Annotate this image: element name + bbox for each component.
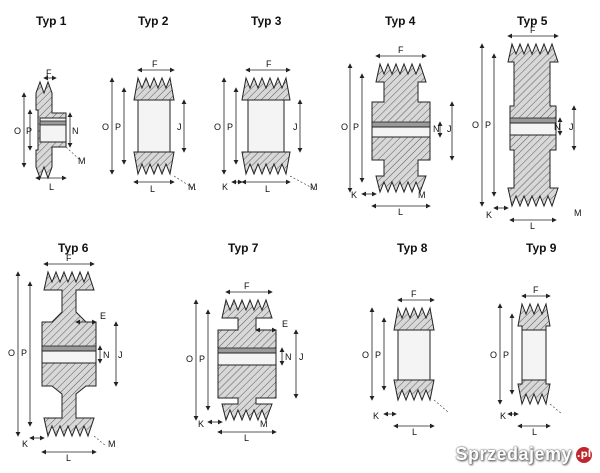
typ2-drawing <box>109 67 197 191</box>
typ8-drawing <box>369 297 449 429</box>
typ6-title: Typ 6 <box>58 241 89 255</box>
typ7-title: Typ 7 <box>228 241 259 255</box>
typ1-drawing <box>21 75 81 181</box>
typ2-title: Typ 2 <box>138 14 169 28</box>
typ5-drawing <box>479 33 577 223</box>
typ9-title: Typ 9 <box>526 241 557 255</box>
typ9-drawing <box>497 293 563 429</box>
watermark: Sprzedajemy .pl <box>455 444 592 465</box>
typ6-drawing <box>15 261 119 455</box>
typ8-title: Typ 8 <box>397 241 428 255</box>
typ1-title: Typ 1 <box>36 14 67 28</box>
typ4-drawing <box>347 53 455 209</box>
typ3-title: Typ 3 <box>251 14 282 28</box>
watermark-badge-icon: .pl <box>576 446 592 463</box>
typ4-title: Typ 4 <box>385 14 416 28</box>
typ3-drawing <box>221 67 317 191</box>
watermark-text: Sprzedajemy <box>455 444 572 464</box>
typ5-title: Typ 5 <box>517 14 548 28</box>
typ7-drawing <box>193 289 299 435</box>
